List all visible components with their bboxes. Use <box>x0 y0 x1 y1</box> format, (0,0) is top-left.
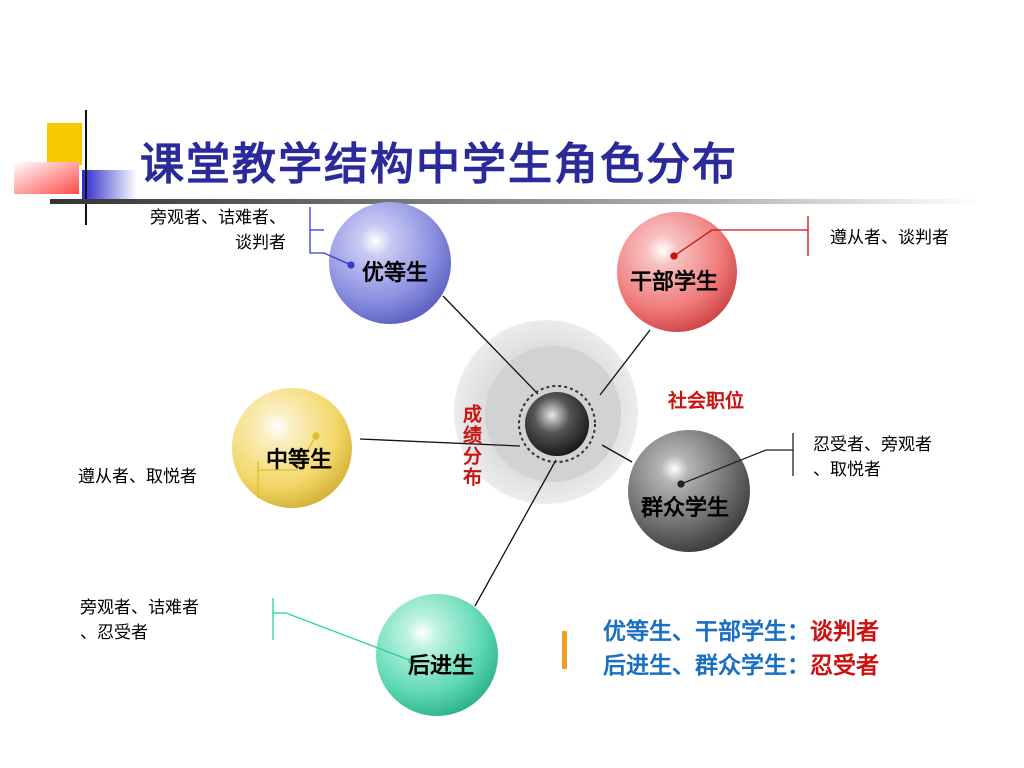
average-callout <box>257 432 320 498</box>
average-label: 中等生 <box>266 447 333 473</box>
lagging-roles: 旁观者、诘难者 、忍受者 <box>80 596 199 646</box>
corner-decoration <box>14 110 137 225</box>
masses-label: 群众学生 <box>641 495 730 521</box>
excellent-sphere <box>329 202 451 324</box>
masses-callout <box>677 433 794 488</box>
masses-sphere <box>628 430 750 552</box>
summary-line2-prefix: 后进生、群众学生： <box>603 652 810 679</box>
lagging-roles-line2: 、忍受者 <box>80 623 148 643</box>
summary-block: 优等生、干部学生：谈判者 后进生、群众学生：忍受者 <box>603 615 879 683</box>
lagging-sphere <box>376 594 498 716</box>
cadre-roles: 遵从者、谈判者 <box>830 228 949 248</box>
cadre-label: 干部学生 <box>630 269 719 295</box>
summary-line2: 后进生、群众学生：忍受者 <box>603 649 879 683</box>
page-title: 课堂教学结构中学生角色分布 <box>140 139 738 190</box>
lagging-label: 后进生 <box>408 653 475 679</box>
excellent-roles-line1: 旁观者、诘难者、 <box>150 208 286 228</box>
masses-roles: 忍受者、旁观者 、取悦者 <box>813 433 932 483</box>
excellent-roles-line2: 谈判者 <box>235 233 286 253</box>
center-ring <box>518 385 596 463</box>
lagging-callout <box>272 598 416 665</box>
summary-line1-prefix: 优等生、干部学生： <box>603 618 810 645</box>
average-roles: 遵从者、取悦者 <box>78 467 197 487</box>
spokes <box>359 295 651 607</box>
lagging-roles-line1: 旁观者、诘难者 <box>80 598 199 618</box>
grade-axis-label: 成绩分布 <box>460 404 482 488</box>
excellent-roles: 旁观者、诘难者、 谈判者 <box>100 206 286 256</box>
excellent-label: 优等生 <box>362 260 429 286</box>
masses-roles-line1: 忍受者、旁观者 <box>813 435 932 455</box>
excellent-callout <box>309 207 355 269</box>
summary-line1-role: 谈判者 <box>810 618 879 645</box>
cadre-callout <box>670 216 809 260</box>
title-underline <box>50 199 980 204</box>
summary-line1: 优等生、干部学生：谈判者 <box>603 615 879 649</box>
summary-line2-role: 忍受者 <box>810 652 879 679</box>
masses-roles-line2: 、取悦者 <box>813 460 881 480</box>
cadre-sphere <box>617 212 737 332</box>
average-sphere <box>232 388 352 508</box>
social-axis-label: 社会职位 <box>668 390 745 412</box>
summary-accent-bar <box>562 631 567 669</box>
center-ball <box>525 392 589 456</box>
